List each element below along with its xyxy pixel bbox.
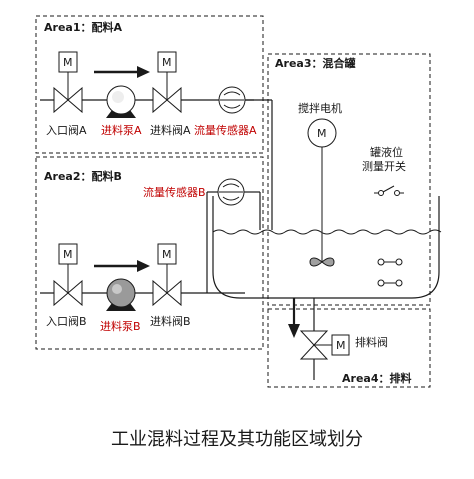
area3-boundary xyxy=(267,53,431,306)
feed-pump-b-label: 进料泵B xyxy=(100,319,141,333)
area3-title: Area3：混合罐 xyxy=(275,56,355,70)
agitator-motor-label: 搅拌电机 xyxy=(298,101,342,115)
area2-title: Area2：配料B xyxy=(44,169,122,183)
flow-sensor-a-label: 流量传感器A xyxy=(194,123,257,137)
level-switch-label-2: 测量开关 xyxy=(362,159,406,173)
area4-title: Area4：排料 xyxy=(342,371,411,385)
inlet-valve-b: M xyxy=(53,243,83,307)
flow-arrow-a xyxy=(94,66,150,78)
flow-sensor-b-label: 流量传感器B xyxy=(143,185,206,199)
svg-text:M: M xyxy=(63,56,73,69)
inlet-valve-b-label: 入口阀B xyxy=(46,314,87,328)
figure-caption: 工业混料过程及其功能区域划分 xyxy=(111,429,363,450)
svg-text:M: M xyxy=(336,339,346,352)
feed-pump-a xyxy=(106,85,136,118)
liquid-level xyxy=(212,229,442,235)
flow-sensor-b xyxy=(217,178,245,206)
svg-text:M: M xyxy=(162,56,172,69)
inlet-valve-a-label: 入口阀A xyxy=(46,123,87,137)
feed-pump-b xyxy=(106,278,136,311)
level-probe-upper xyxy=(377,258,403,266)
level-switch-icon xyxy=(374,185,404,196)
area1-title: Area1：配料A xyxy=(44,20,122,34)
line-a: M 入口阀A 进料泵A M 进料阀A 流量传感器A xyxy=(40,51,273,230)
mixing-tank: M 搅拌电机 罐液位 测量开关 xyxy=(212,101,442,299)
feed-valve-b-label: 进料阀B xyxy=(150,314,191,328)
svg-text:M: M xyxy=(162,248,172,261)
area2-boundary xyxy=(35,156,264,350)
svg-text:M: M xyxy=(63,248,73,261)
area4-boundary xyxy=(267,308,431,388)
inlet-valve-a: M xyxy=(53,51,83,114)
feed-valve-b: M xyxy=(152,243,182,307)
discharge-valve: M xyxy=(299,330,350,360)
level-switch-label-1: 罐液位 xyxy=(370,145,403,159)
flow-arrow-b xyxy=(94,260,150,272)
feed-valve-a-label: 进料阀A xyxy=(150,123,191,137)
agitator-motor: M xyxy=(307,118,337,267)
feed-valve-a: M xyxy=(152,51,182,114)
line-b: M 入口阀B 进料泵B M 进料阀B 流量传感器B xyxy=(40,178,261,333)
tank-body xyxy=(212,196,440,299)
svg-text:M: M xyxy=(317,127,327,140)
area1-boundary xyxy=(35,15,264,154)
agitator-blade xyxy=(309,257,335,267)
level-probe-lower xyxy=(377,279,403,287)
flow-sensor-a xyxy=(218,86,246,114)
feed-pump-a-label: 进料泵A xyxy=(101,123,142,137)
discharge-valve-label: 排料阀 xyxy=(355,335,388,349)
